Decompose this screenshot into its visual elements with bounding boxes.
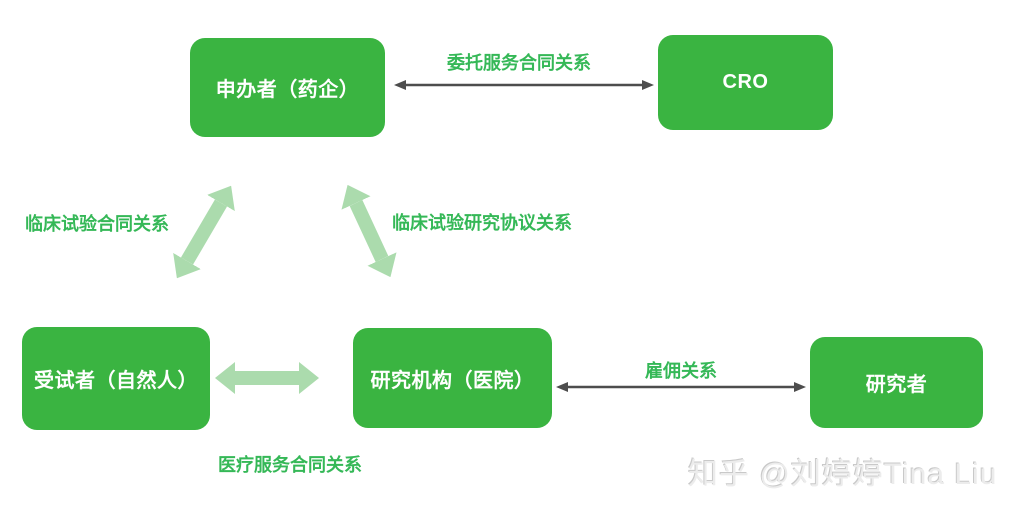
edge-label-subject-institution: 医疗服务合同关系 (218, 455, 362, 475)
node-cro-label: CRO (722, 71, 769, 93)
edge-sponsor-subject-arrow (173, 185, 235, 279)
node-cro: CRO (658, 35, 833, 130)
node-sponsor-label: 申办者（药企） (215, 79, 360, 101)
node-subject: 受试者（自然人） (22, 327, 210, 430)
edge-label-sponsor-institution: 临床试验研究协议关系 (392, 213, 572, 233)
node-subject-label: 受试者（自然人） (34, 370, 198, 392)
node-researcher-label: 研究者 (865, 374, 928, 396)
edge-sponsor-institution-arrow (341, 184, 397, 278)
node-institution-label: 研究机构（医院） (370, 369, 535, 392)
edge-label-sponsor-subject: 临床试验合同关系 (25, 214, 169, 234)
node-institution: 研究机构（医院） (353, 328, 552, 428)
node-sponsor: 申办者（药企） (190, 38, 385, 137)
edge-label-institution-researcher: 雇佣关系 (645, 361, 717, 381)
node-researcher: 研究者 (810, 337, 983, 428)
watermark-zhihu: 知乎 @刘婷婷Tina Liu (688, 458, 998, 491)
edge-label-sponsor-cro: 委托服务合同关系 (447, 53, 591, 73)
